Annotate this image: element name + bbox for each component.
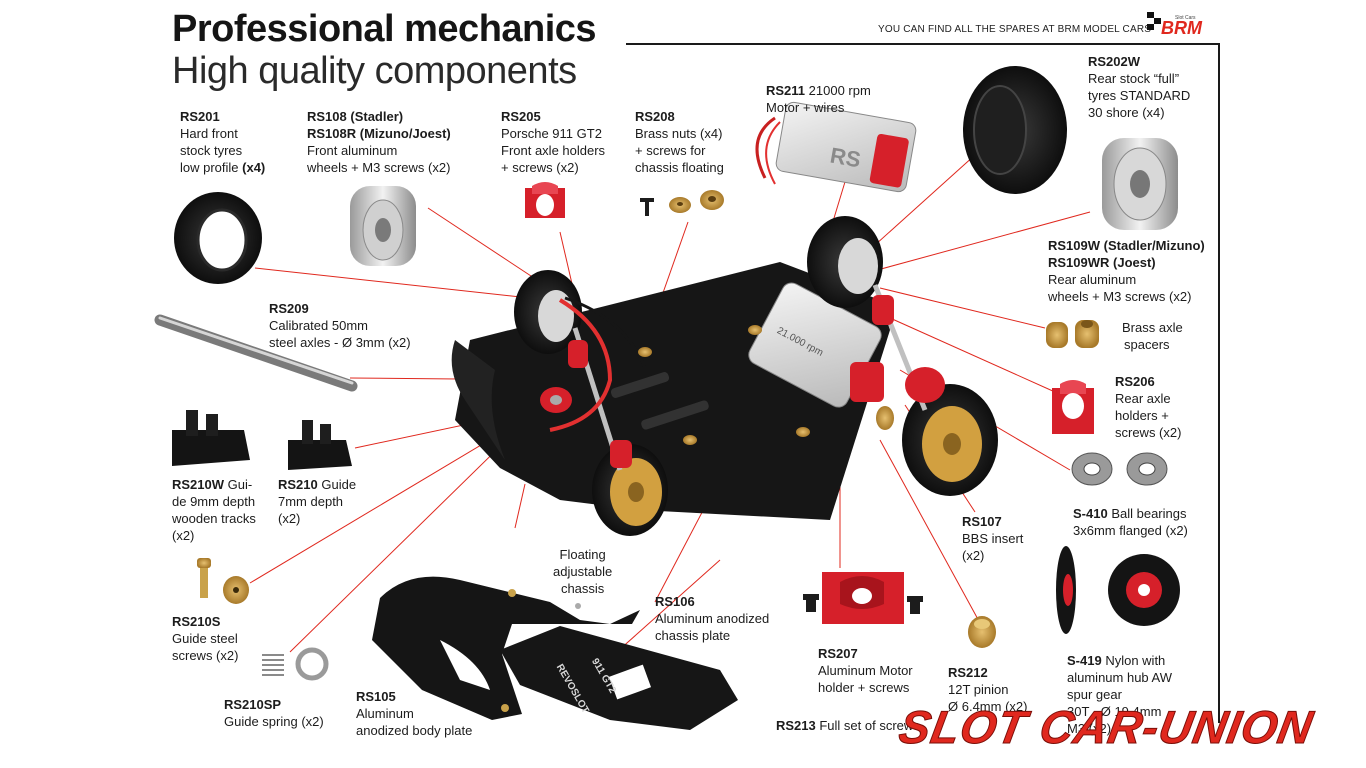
- label-rs211: RS211 21000 rpm Motor + wires: [766, 83, 871, 115]
- right-rule: [1218, 43, 1220, 723]
- label-rs207: RS207 Aluminum Motor holder + screws: [818, 646, 913, 695]
- slot-car-union-logo: SLOT CAR-UNION: [895, 701, 1318, 754]
- s410-ball-bearings: [1071, 452, 1168, 486]
- label-rs206: RS206 Rear axle holders + screws (x2): [1115, 374, 1182, 440]
- rs202w-rear-tyre: [963, 66, 1067, 194]
- rs210w-guide: [172, 410, 250, 466]
- header-rule: [626, 43, 1220, 45]
- label-rs201: RS201 Hard front stock tyres low profile…: [180, 109, 266, 175]
- label-rs202w: RS202W Rear stock “full” tyres STANDARD …: [1088, 54, 1191, 120]
- page-subtitle: High quality components: [172, 50, 577, 92]
- label-rs105: RS105 Aluminum anodized body plate: [356, 689, 473, 738]
- label-rs205: RS205 Porsche 911 GT2 Front axle holders…: [501, 109, 606, 175]
- rs206-rear-axle-holder: [1052, 380, 1094, 434]
- rs108-front-wheel: [350, 186, 416, 266]
- brm-logo-graphic: BRM Slot Cars: [1147, 12, 1203, 38]
- rs211-motor: RS: [755, 101, 917, 193]
- brm-logo-small: Slot Cars: [1175, 15, 1196, 21]
- label-s419: S-419 Nylon with aluminum hub AW spur ge…: [1067, 653, 1173, 736]
- label-rs106: RS106 Aluminum anodized chassis plate: [655, 594, 770, 643]
- label-rs208: RS208 Brass nuts (x4) + screws for chass…: [635, 109, 724, 175]
- label-brass-spacers: Brass axle spacers: [1122, 320, 1183, 352]
- brm-logo-text: BRM: [1161, 18, 1203, 38]
- label-floating-chassis: Floating adjustable chassis: [553, 547, 613, 596]
- rs201-tyre: [174, 192, 262, 284]
- label-rs212: RS212 12T pinion Ø 6.4mm (x2): [948, 665, 1028, 714]
- rs207-motor-holder: [803, 572, 923, 624]
- label-rs213: RS213 Full set of screws: [776, 718, 920, 733]
- rs208-brass-nuts: [640, 190, 724, 216]
- rs212-pinion: [968, 616, 996, 648]
- rs210s-guide-screws: [197, 558, 249, 604]
- rs210sp-guide-spring: [262, 647, 329, 681]
- rs106-chassis-plate: REVOSLOT 911 GT2: [500, 626, 738, 730]
- label-rs210sp: RS210SP Guide spring (x2): [224, 697, 324, 729]
- label-rs210s: RS210S Guide steel screws (x2): [172, 614, 239, 663]
- label-rs210w: RS210W Gui- de 9mm depth wooden tracks (…: [172, 477, 256, 543]
- s419-spur-gear: [1056, 546, 1180, 634]
- label-rs108: RS108 (Stadler) RS108R (Mizuno/Joest) Fr…: [307, 109, 451, 175]
- rs105-body-plate: [372, 576, 640, 720]
- brm-logo: BRM Slot Cars: [1145, 10, 1220, 43]
- rs210-guide: [288, 420, 352, 470]
- spares-notice: YOU CAN FIND ALL THE SPARES AT BRM MODEL…: [878, 24, 1152, 35]
- label-rs109w: RS109W (Stadler/Mizuno) RS109WR (Joest) …: [1048, 238, 1205, 304]
- label-rs107: RS107 BBS insert (x2): [962, 514, 1024, 563]
- rs205-axle-holder: [525, 182, 565, 218]
- label-s410: S-410 Ball bearings 3x6mm flanged (x2): [1073, 506, 1188, 538]
- brass-axle-spacers: [1046, 320, 1099, 348]
- page-title: Professional mechanics: [172, 8, 597, 50]
- label-rs210: RS210 Guide 7mm depth (x2): [278, 477, 357, 526]
- label-rs209: RS209 Calibrated 50mm steel axles - Ø 3m…: [269, 301, 411, 350]
- main-chassis-assembly: 21.000 rpm: [451, 216, 998, 536]
- rs109w-rear-wheel: [1102, 138, 1178, 230]
- rs209-steel-axle: [154, 314, 358, 392]
- motor-brand-text: RS: [828, 143, 862, 173]
